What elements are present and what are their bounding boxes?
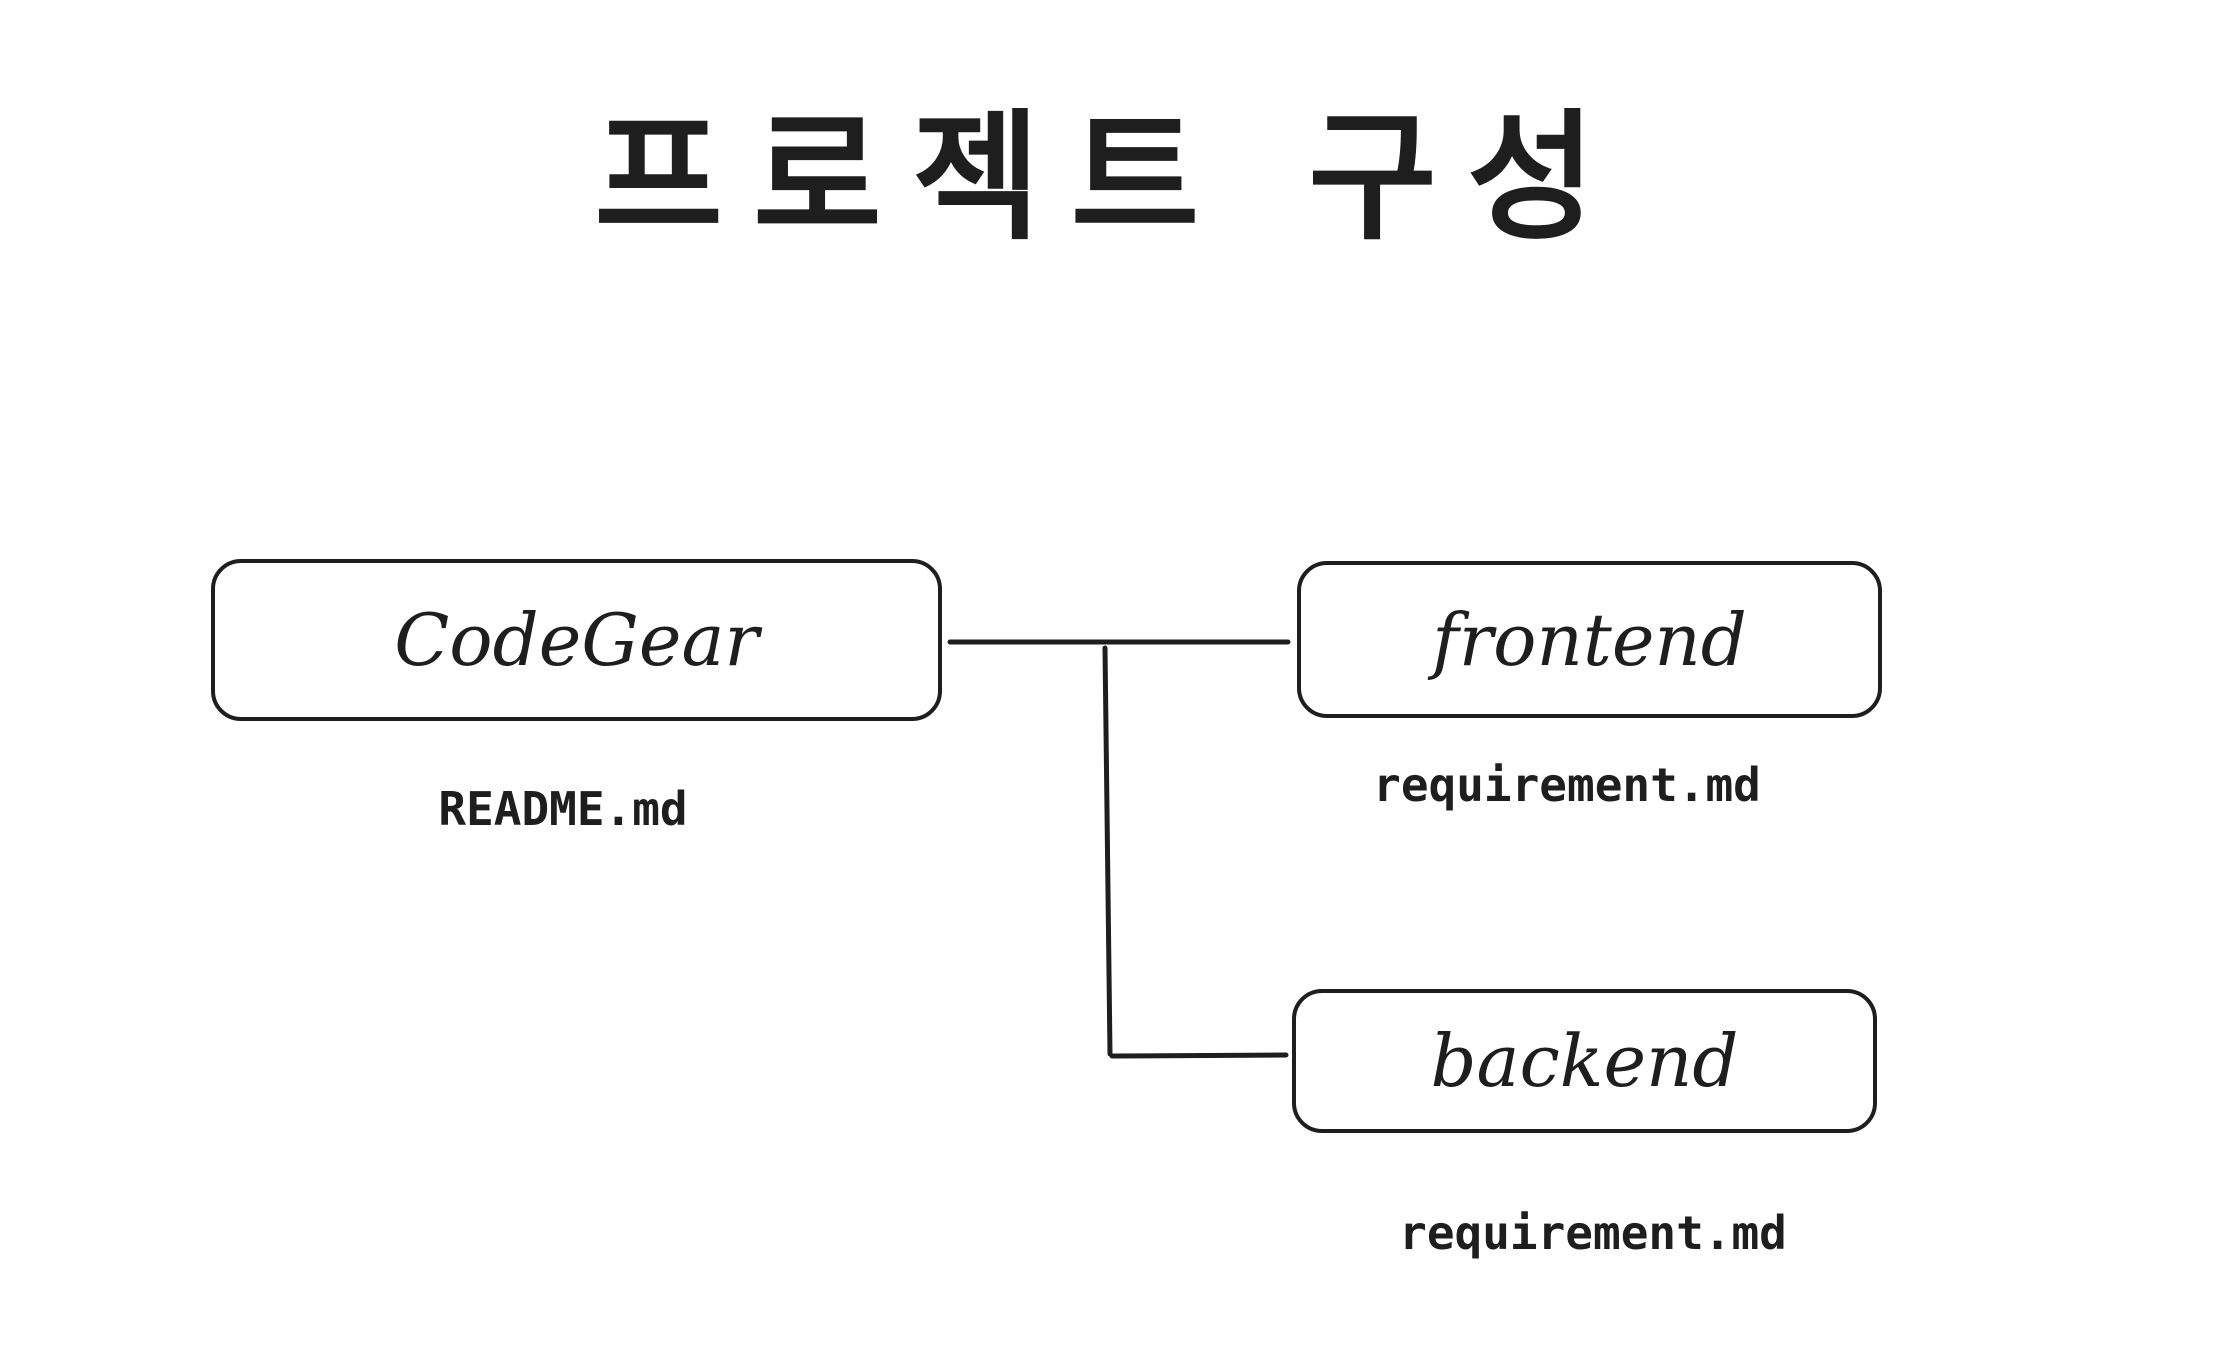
node-backend-box: backend <box>1292 989 1877 1133</box>
node-frontend-box: frontend <box>1297 561 1882 718</box>
connector-vertical-branch <box>1102 645 1113 1057</box>
node-codegear-box: CodeGear <box>211 559 942 721</box>
node-frontend-file-label: requirement.md <box>1373 758 1761 812</box>
node-frontend-label: frontend <box>1432 597 1747 682</box>
connector-backend-branch <box>1109 1052 1289 1059</box>
node-codegear-label: CodeGear <box>394 598 759 682</box>
node-backend-label: backend <box>1430 1019 1739 1103</box>
node-codegear-file-label: README.md <box>438 782 688 836</box>
node-backend-file-label: requirement.md <box>1399 1206 1787 1260</box>
diagram-title: 프로젝트 구성 <box>594 97 1626 260</box>
